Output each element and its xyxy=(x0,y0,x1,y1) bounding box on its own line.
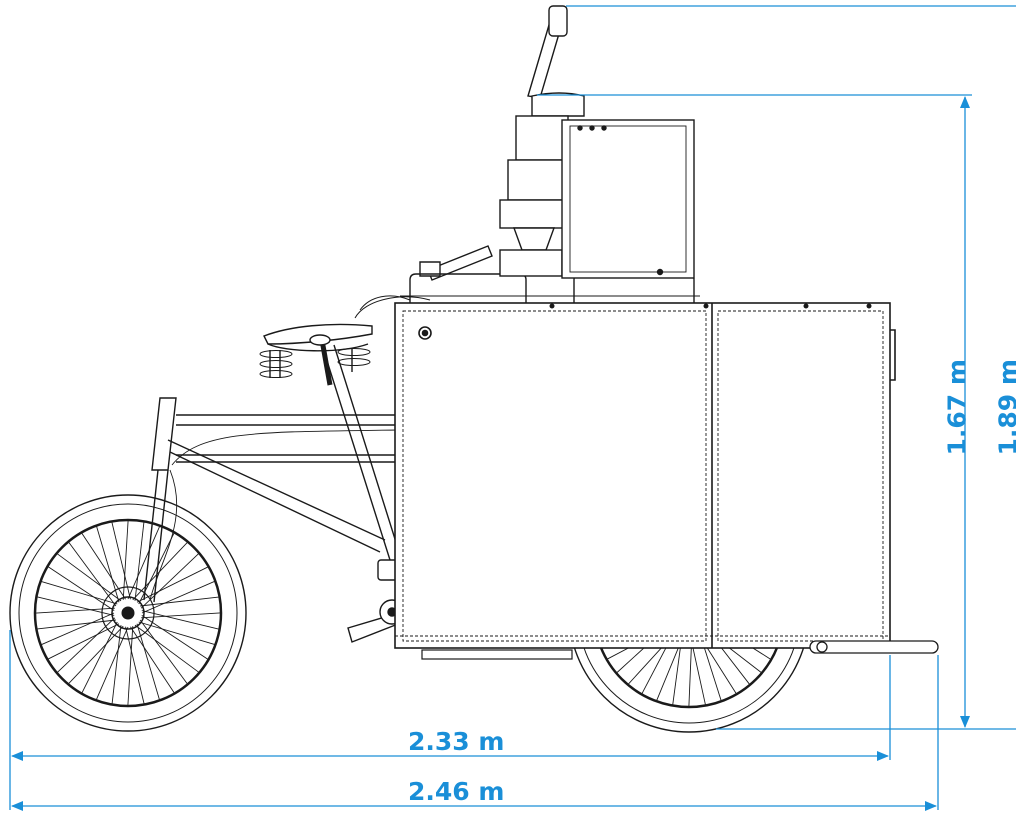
front-bumper xyxy=(810,641,938,653)
cargo-box xyxy=(395,303,895,659)
bike-frame xyxy=(144,340,400,602)
rear-wheel xyxy=(10,495,246,731)
length-inner-label: 2.33 m xyxy=(408,729,504,754)
spring-coil xyxy=(338,359,370,366)
spring-coil xyxy=(338,349,370,356)
height-outer-label: 1.89 m xyxy=(996,366,1016,456)
length-outer-label: 2.46 m xyxy=(408,779,504,804)
spring-coil xyxy=(260,371,292,378)
spring-coil xyxy=(260,351,292,358)
spring-coil xyxy=(260,361,292,368)
saddle xyxy=(260,324,372,378)
espresso-machine xyxy=(500,6,694,278)
height-inner-label: 1.67 m xyxy=(945,366,970,456)
